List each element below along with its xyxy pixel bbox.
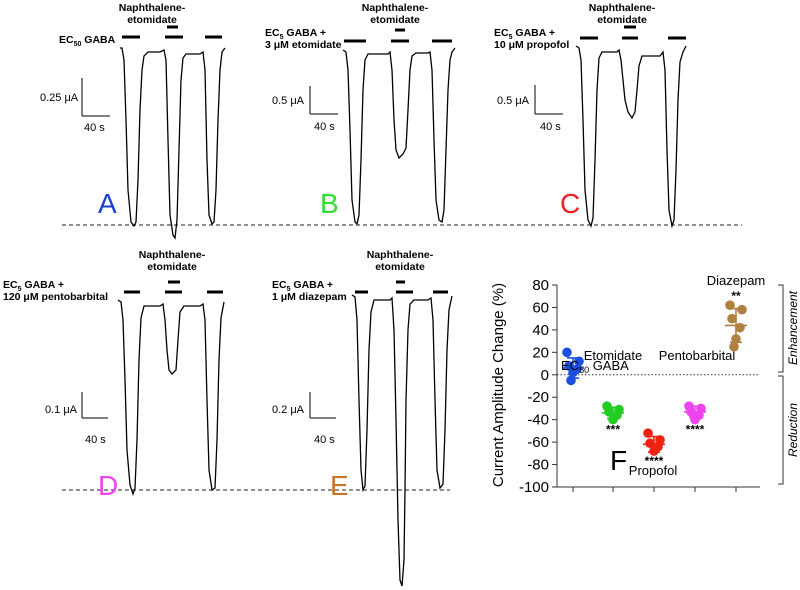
napht-label-a-1: Naphthalene- [119, 2, 186, 14]
condition-label-a: EC50 GABA [59, 34, 116, 48]
scale-time-c: 40 s [540, 121, 561, 133]
current-trace-e [351, 294, 453, 587]
scale-value-a: 0.25 μA [40, 92, 79, 104]
enhancement-label: Enhancement [786, 290, 800, 365]
napht-label-c-1: Naphthalene- [589, 2, 656, 14]
panel-f: Current Amplitude Change (%) 80 60 40 20 0 -2… [490, 273, 800, 496]
panel-e: Naphthalene- etomidate EC5 GABA + 1 μM d… [272, 249, 453, 587]
scale-time-e: 40 s [314, 434, 335, 446]
scale-value-b: 0.5 μA [272, 95, 305, 107]
data-groups: EC50 GABAEtomidate***Propofol****Pentoba… [561, 273, 765, 478]
napht-label-b-1: Naphthalene- [362, 2, 429, 14]
condition-label-d-1: EC5 GABA + [3, 279, 64, 293]
panel-letter-d: D [98, 470, 118, 501]
current-trace-b [342, 47, 456, 226]
significance-marker: **** [645, 454, 664, 468]
y-tick-label: -100 [519, 479, 549, 496]
panel-letter-e: E [330, 470, 349, 501]
data-point [604, 407, 614, 417]
data-point [643, 428, 653, 438]
condition-label-b-1: EC5 GABA + [265, 27, 326, 41]
group-label: EC50 GABA [561, 358, 629, 375]
group-label: Diazepam [707, 273, 766, 288]
group-label: Propofol [629, 463, 678, 478]
y-axis-label: Current Amplitude Change (%) [490, 283, 507, 487]
napht-label-a-2: etomidate [127, 14, 177, 26]
y-tick-label: 0 [541, 367, 549, 384]
y-tick-label: -20 [527, 389, 549, 406]
reduction-label: Reduction [786, 403, 800, 457]
condition-label-d-2: 120 μM pentobarbital [3, 291, 108, 303]
data-point [729, 341, 739, 352]
significance-marker: ** [731, 289, 741, 303]
data-point [574, 356, 584, 367]
napht-label-b-2: etomidate [370, 14, 420, 26]
condition-label-e-1: EC5 GABA + [272, 279, 333, 293]
current-trace-a [120, 47, 226, 240]
group-etomidate: Etomidate *** [584, 348, 643, 437]
reduction-bracket [778, 375, 784, 485]
panel-letter-f: F [610, 445, 627, 476]
panel-b: Naphthalene- etomidate EC5 GABA + 3 μM e… [265, 2, 456, 226]
group-propofol: Propofol**** [629, 428, 678, 478]
panel-letter-b: B [320, 188, 339, 219]
condition-label-c-2: 10 μM propofol [494, 39, 569, 51]
y-tick-label: -60 [527, 434, 549, 451]
panel-letter-a: A [98, 188, 117, 219]
significance-marker: *** [606, 423, 620, 437]
data-point [737, 304, 747, 315]
y-tick-label: -80 [527, 457, 549, 474]
current-trace-d [117, 299, 225, 497]
napht-label-e-1: Naphthalene- [367, 249, 434, 261]
scale-value-e: 0.2 μA [272, 404, 305, 416]
data-point [645, 438, 655, 449]
y-tick-label: 20 [532, 344, 549, 361]
panel-letter-c: C [560, 188, 580, 219]
current-trace-c [575, 45, 687, 229]
group-diazepam: Diazepam** [707, 273, 766, 352]
data-point [727, 313, 737, 324]
enhancement-bracket [778, 284, 784, 373]
scale-time-b: 40 s [314, 121, 335, 133]
condition-label-b-2: 3 μM etomidate [265, 39, 342, 51]
y-tick-label: 60 [532, 299, 549, 316]
data-point [725, 300, 735, 311]
scale-value-c: 0.5 μA [497, 95, 530, 107]
napht-label-e-2: etomidate [375, 261, 425, 273]
condition-label-c-1: EC5 GABA + [494, 27, 555, 41]
scale-value-d: 0.1 μA [45, 404, 78, 416]
y-tick-label: 40 [532, 322, 549, 339]
significance-marker: **** [686, 423, 705, 437]
condition-label-e-2: 1 μM diazepam [272, 291, 347, 303]
group-label: Etomidate [584, 348, 643, 363]
scale-time-a: 40 s [84, 122, 105, 134]
y-tick-label: 80 [532, 277, 549, 294]
data-point [566, 375, 576, 386]
napht-label-c-2: etomidate [597, 14, 647, 26]
scale-time-d: 40 s [85, 434, 106, 446]
x-axis-ticks [572, 487, 737, 492]
group-label: Pentobarbital [659, 348, 736, 363]
group-pentobarbital: Pentobarbital **** [659, 348, 736, 437]
napht-label-d-1: Naphthalene- [139, 249, 206, 261]
y-tick-label: -40 [527, 412, 549, 429]
panel-d: Naphthalene- etomidate EC5 GABA + 120 μM… [3, 249, 225, 501]
panel-a: Naphthalene- etomidate EC50 GABA 0.25 μA… [40, 2, 226, 240]
data-point [608, 414, 618, 425]
napht-label-d-2: etomidate [147, 261, 197, 273]
panel-c: Naphthalene- etomidate EC5 GABA + 10 μM … [494, 2, 687, 229]
group-ec50-gaba: EC50 GABA [561, 347, 629, 386]
data-point [562, 347, 572, 358]
y-axis-ticks: 80 60 40 20 0 -20 -40 -60 -80 -100 [519, 277, 557, 496]
